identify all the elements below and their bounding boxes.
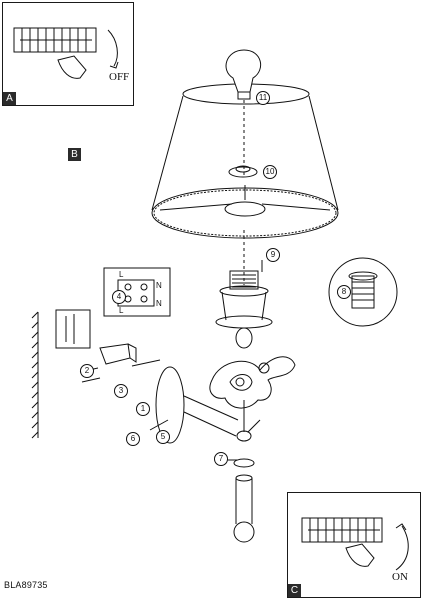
step-9-marker: 9 — [266, 248, 280, 262]
step-6-marker: 6 — [126, 432, 140, 446]
step-5-marker: 5 — [156, 430, 170, 444]
step-4-marker: 4 — [112, 290, 126, 304]
panel-c: C ON — [287, 492, 421, 598]
step-1-marker: 1 — [136, 402, 150, 416]
step-11-marker: 11 — [256, 91, 270, 105]
terminal-top-l: L — [119, 270, 124, 279]
panel-a: A OFF — [2, 2, 134, 106]
switch-on-text: ON — [392, 571, 408, 583]
model-code: BLA89735 — [4, 580, 48, 590]
terminal-bottom-n: N — [156, 299, 162, 308]
panel-c-label: C — [288, 584, 301, 597]
switch-off-text: OFF — [109, 71, 130, 83]
step-10-marker: 10 — [263, 165, 277, 179]
panel-a-label: A — [3, 92, 16, 105]
terminal-top-n: N — [156, 281, 162, 290]
step-2-marker: 2 — [80, 364, 94, 378]
step-3-marker: 3 — [114, 384, 128, 398]
step-7-marker: 7 — [214, 452, 228, 466]
terminal-bottom-l: L — [119, 306, 124, 315]
step-8-marker: 8 — [337, 285, 351, 299]
panel-b-label: B — [68, 148, 81, 161]
